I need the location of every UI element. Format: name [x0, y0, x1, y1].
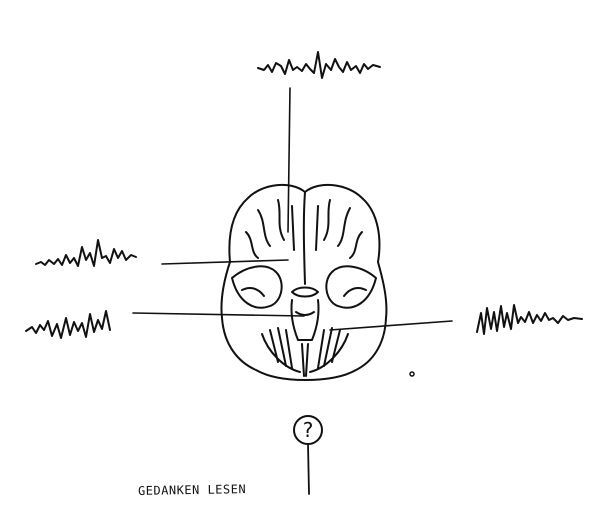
caption-label: GEDANKEN LESEN [138, 482, 246, 498]
leader-line-left-lower [133, 313, 304, 316]
question-symbol: ? [303, 418, 314, 442]
eeg-wave-icon-left-lower [26, 311, 110, 338]
stray-dot [410, 372, 414, 376]
question-mark-icon: ? [294, 416, 322, 444]
leader-line-right [330, 321, 452, 330]
question-stem-line [308, 444, 309, 494]
eeg-wave-icon-right [477, 305, 582, 334]
eeg-wave-icon-top [258, 52, 380, 78]
leader-line-top [288, 88, 290, 232]
eeg-wave-icon-left-upper [36, 240, 136, 266]
brain-icon [221, 185, 386, 380]
leader-line-left-upper [162, 260, 288, 264]
